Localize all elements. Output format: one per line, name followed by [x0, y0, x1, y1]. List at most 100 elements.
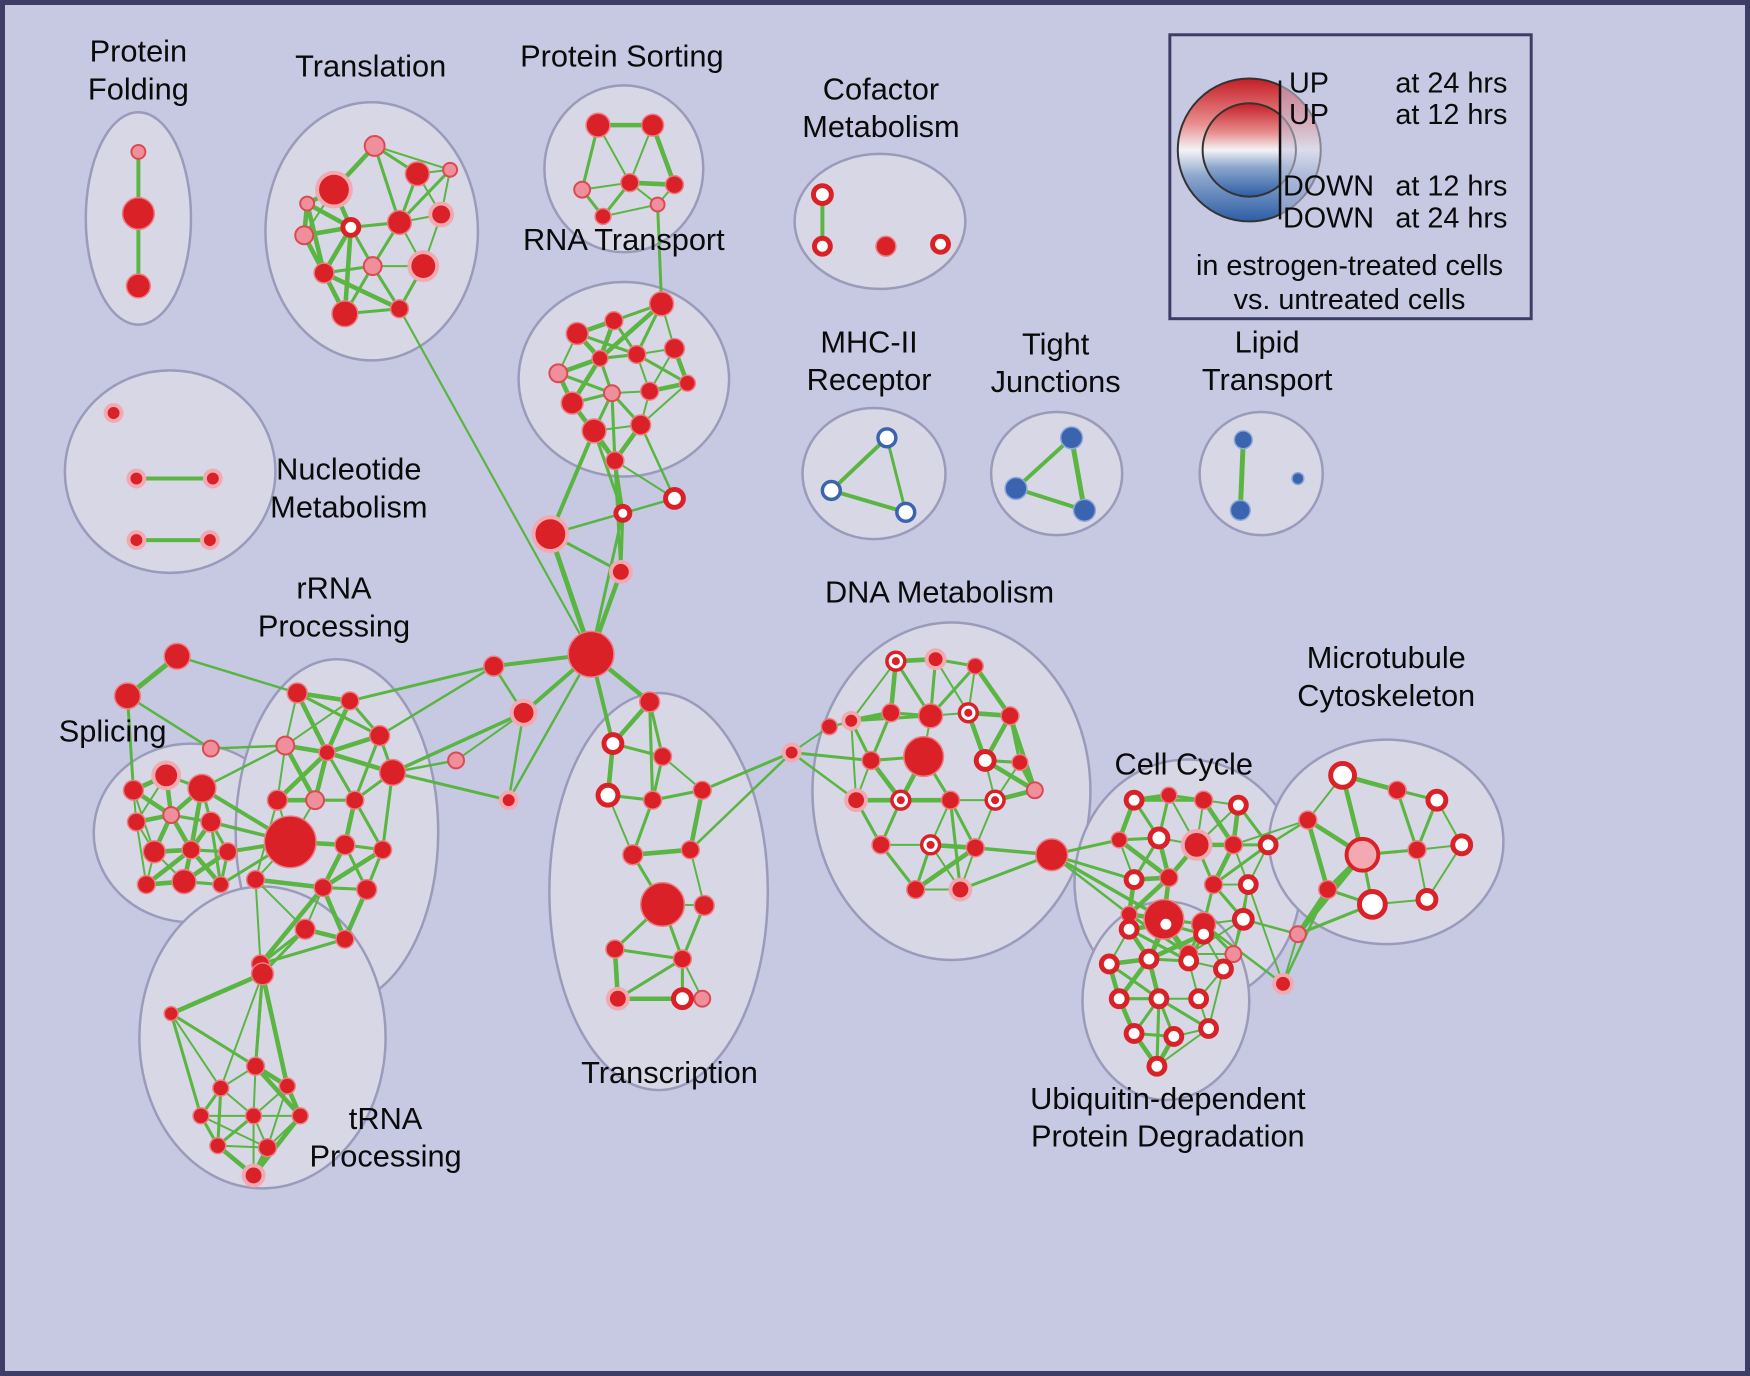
legend-time-label: at 12 hrs [1395, 171, 1507, 203]
gene-node [871, 835, 891, 855]
gene-node [940, 790, 961, 810]
gene-node [680, 840, 701, 860]
gene-node [294, 918, 316, 940]
gene-node [917, 703, 944, 729]
gene-node [565, 321, 589, 346]
edge [294, 690, 330, 755]
gene-node [201, 739, 220, 758]
edge [1202, 923, 1285, 986]
gene-node [113, 682, 142, 710]
edge [390, 711, 526, 775]
gene-node [263, 815, 317, 869]
gene-node-core [896, 796, 905, 805]
edge [1013, 486, 1087, 513]
edge [342, 225, 354, 317]
gene-node [1160, 786, 1178, 804]
gene-node [244, 1107, 263, 1125]
gene-node [663, 337, 686, 360]
gene-node [876, 427, 898, 449]
gene-node [820, 479, 842, 502]
edge [200, 744, 287, 790]
gene-node-core [891, 657, 900, 666]
gene-node [1356, 889, 1388, 920]
gene-node [1213, 958, 1234, 980]
legend-direction-label: DOWN [1283, 202, 1374, 234]
gene-node [442, 161, 459, 178]
edge [1049, 853, 1166, 922]
gene-node [810, 183, 834, 207]
gene-node [648, 291, 675, 317]
gene-node [202, 468, 223, 489]
gene-node [1223, 835, 1244, 855]
gene-node [1318, 879, 1338, 900]
gene-node [906, 879, 926, 900]
gene-node [591, 349, 609, 368]
gene-node [241, 1163, 266, 1188]
gene-node [126, 468, 147, 489]
gene-node [291, 1107, 309, 1125]
cluster-label-cell-cycle: Cell Cycle [1114, 746, 1252, 781]
gene-node [1159, 867, 1179, 888]
cluster-label-trna-processing: Processing [309, 1138, 461, 1173]
cluster-label-rrna-processing: Processing [258, 608, 410, 643]
edge [829, 435, 889, 493]
gene-node [642, 790, 663, 810]
gene-node [548, 363, 569, 384]
edge [125, 694, 135, 792]
gene-node [200, 811, 222, 833]
gene-node [1224, 945, 1243, 963]
cluster-label-lipid-transport: Lipid [1235, 324, 1300, 359]
gene-node [294, 225, 315, 246]
edge [348, 664, 496, 703]
gene-node [1387, 780, 1407, 800]
legend-caption: vs. untreated cells [1234, 284, 1466, 316]
gene-node [1123, 789, 1145, 811]
edge [391, 770, 511, 802]
gene-node [212, 875, 230, 894]
gene-node [1147, 826, 1171, 850]
edge [320, 847, 385, 890]
gene-node [192, 1107, 210, 1125]
gene-node [966, 657, 984, 675]
gene-node [305, 790, 326, 811]
edge [610, 391, 617, 463]
edge [972, 663, 1013, 719]
gene-node [1425, 788, 1449, 812]
gene-node [595, 782, 621, 808]
gene-node [340, 691, 360, 711]
gene-node [875, 235, 897, 257]
gene-node [212, 1079, 230, 1097]
gene-node [1291, 471, 1305, 486]
cluster-ellipse-nucleotide-metabolism [63, 369, 277, 575]
gene-node [630, 414, 652, 436]
gene-node [313, 877, 333, 898]
edge [135, 821, 148, 886]
gene-node [1108, 988, 1130, 1010]
gene-node [126, 812, 147, 832]
gene-node [895, 501, 917, 523]
gene-node [278, 1077, 296, 1095]
cluster-label-cofactor-metabolism: Cofactor [823, 71, 939, 106]
gene-node [627, 344, 647, 365]
gene-node [331, 300, 359, 328]
gene-node [163, 642, 191, 670]
gene-node [973, 749, 997, 772]
gene-node [604, 311, 624, 331]
edge [1116, 837, 1172, 880]
gene-node [1011, 753, 1029, 772]
gene-node [608, 559, 633, 584]
edge [850, 719, 858, 802]
cluster-label-cofactor-metabolism: Metabolism [802, 109, 959, 144]
gene-node [930, 233, 951, 255]
edge [170, 1012, 222, 1090]
edge [829, 488, 908, 515]
cluster-label-ubiquitin-degradation: Ubiquitin-dependent [1030, 1081, 1306, 1116]
gene-node [602, 384, 621, 403]
gene-node [334, 834, 356, 856]
gene-node [372, 840, 393, 860]
gene-node [1123, 1023, 1145, 1044]
edge [1007, 713, 1038, 793]
gene-node [345, 790, 365, 810]
cluster-label-mhc-ii-receptor: Receptor [807, 362, 932, 397]
